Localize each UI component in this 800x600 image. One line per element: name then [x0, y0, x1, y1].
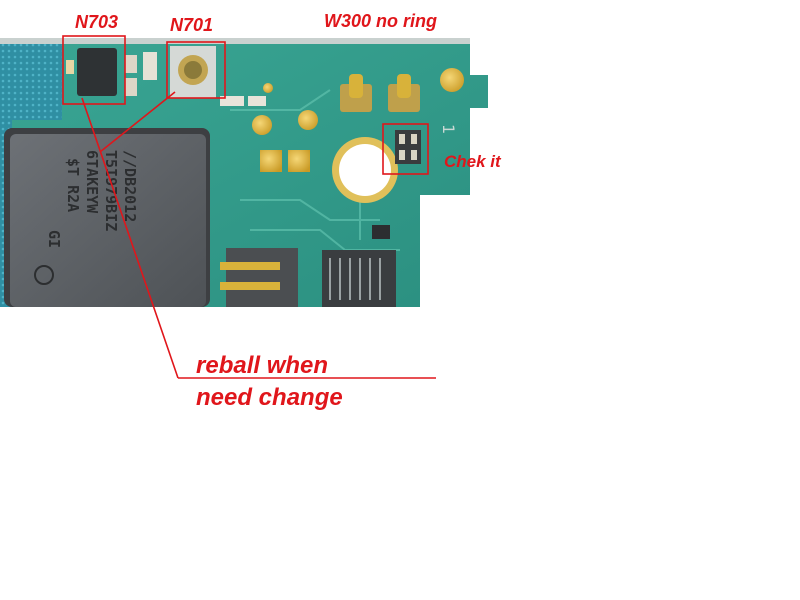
- spring-contacts: [340, 74, 420, 112]
- title-label: W300 no ring: [324, 11, 438, 31]
- chip-mark-5: GI: [45, 230, 63, 248]
- check-box: [382, 123, 429, 175]
- label-n703: N703: [75, 12, 119, 32]
- chip-mark-3: 6TAKEYW: [83, 150, 101, 214]
- chip-logo: [34, 265, 54, 285]
- header-connector: [226, 248, 298, 307]
- n701-box: [166, 41, 226, 99]
- chip-mark-4: $T R2A: [64, 158, 82, 212]
- n703-box: [62, 35, 126, 105]
- check-label: Chek it: [444, 152, 501, 171]
- n703-pointer: [81, 97, 179, 379]
- annotation-shapes: [62, 35, 436, 379]
- chip-mark-1: //DB2012: [121, 150, 139, 222]
- note-line-1: reball when: [196, 352, 329, 379]
- note-line-2: need change: [196, 384, 343, 411]
- svg-text:1: 1: [439, 124, 458, 134]
- n701-pointer: [99, 91, 176, 153]
- pcb-left-edge: [0, 40, 62, 120]
- check-component: [395, 130, 421, 164]
- gold-pads: [252, 68, 464, 172]
- label-n701: N701: [170, 15, 214, 35]
- n703-component: [77, 48, 117, 96]
- bga-chip: [10, 134, 206, 307]
